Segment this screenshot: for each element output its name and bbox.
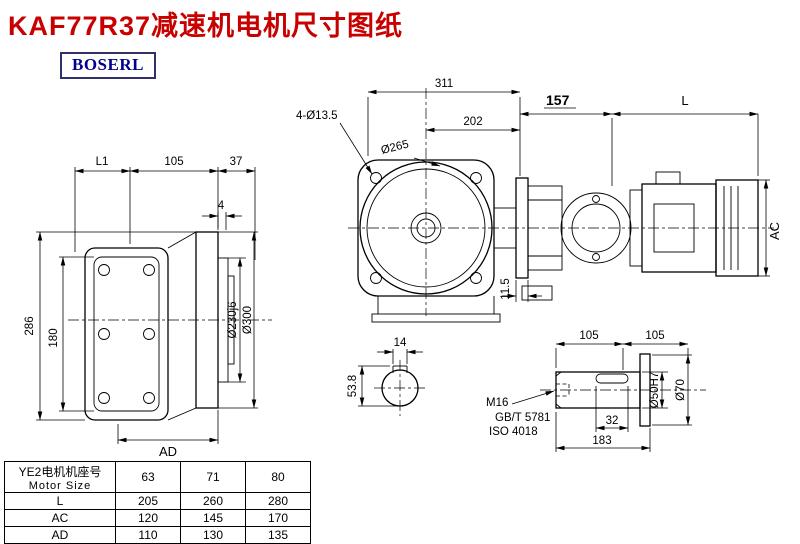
dim-dia70-label: Ø70 [675,379,687,401]
front-view [348,88,774,323]
dim-ad-label: AD [159,444,177,459]
dim-dia230-label: Ø230j6 [227,301,239,338]
motor-size-80: 80 [245,461,311,493]
page-title: KAF77R37减速机电机尺寸图纸 [8,11,404,41]
motor-size-table: YE2电机机座号 Motor Size 63 71 80 L 205 260 2… [4,461,311,544]
dim-4-label: 4 [218,200,225,212]
table-header-line2: Motor Size [28,479,92,492]
bolt-hole [470,172,482,184]
ad-value-80: 135 [245,526,311,544]
dim-53-8-label: 53.8 [347,375,359,397]
dim-bolt-holes-label: 4-Ø13.5 [296,110,338,122]
ac-value-63: 120 [115,509,181,527]
dim-183-label: 183 [592,435,611,447]
dim-ac-label: AC [767,222,782,240]
ad-value-71: 130 [180,526,246,544]
dim-11-5-label: 11.5 [500,278,512,300]
keyway [595,373,629,384]
dim-286-label: 286 [24,316,36,335]
standard-gbt-label: GB/T 5781 [495,412,550,424]
l-value-80: 280 [245,492,311,510]
table-row-ad: AD 110 130 135 [4,526,311,544]
bolt-hole [370,172,382,184]
motor-size-71: 71 [180,461,246,493]
ad-value-63: 110 [115,526,181,544]
dim-105b-label: 105 [645,330,664,342]
brand-logo-box: BOSERL [60,52,156,79]
table-row-ac: AC 120 145 170 [4,509,311,527]
table-header-cell: YE2电机机座号 Motor Size [4,461,116,493]
table-header-row: YE2电机机座号 Motor Size 63 71 80 [4,461,311,493]
brand-text: BOSERL [72,55,144,74]
side-view-dimensions: L1 105 37 4 286 180 Ø230j6 [24,156,258,459]
l-value-71: 260 [180,492,246,510]
dim-311-label: 311 [435,78,453,90]
dim-157-label: 157 [546,92,570,108]
dim-37-label: 37 [230,156,243,168]
dim-m16-label: M16 [486,397,508,409]
shaft-section-view: 14 53.8 [347,337,426,416]
table-row-l: L 205 260 280 [4,492,311,510]
dim-dia50-label: Ø50H7 [649,372,661,408]
shaft-detail-view: 105 105 M16 GB/T 5781 ISO 4018 32 183 Ø5… [486,330,706,452]
row-label-ac: AC [4,509,116,527]
dim-dia300-label: Ø300 [242,306,254,334]
ac-value-71: 145 [180,509,246,527]
table-header-line1: YE2电机机座号 [18,464,102,479]
dim-l-label: L [681,93,688,108]
dim-l1-label: L1 [96,156,109,168]
standard-iso-label: ISO 4018 [489,426,538,438]
motor-size-63: 63 [115,461,181,493]
dim-32-label: 32 [606,415,619,427]
l-value-63: 205 [115,492,181,510]
fan-cover [715,179,759,277]
ac-value-80: 170 [245,509,311,527]
bolt-hole [470,272,482,284]
dim-105a-label: 105 [579,330,598,342]
row-label-ad: AD [4,526,116,544]
row-label-l: L [4,492,116,510]
dim-202-label: 202 [463,116,482,128]
side-view [68,231,272,421]
bolt-hole [370,272,382,284]
dim-180-label: 180 [48,328,60,347]
terminal-box [655,171,681,185]
dim-14-label: 14 [394,337,407,349]
dim-dia265-label: Ø265 [380,138,410,156]
front-view-dimensions: 311 202 4-Ø13.5 Ø265 157 L AC [296,78,782,302]
dim-105-label: 105 [164,156,183,168]
